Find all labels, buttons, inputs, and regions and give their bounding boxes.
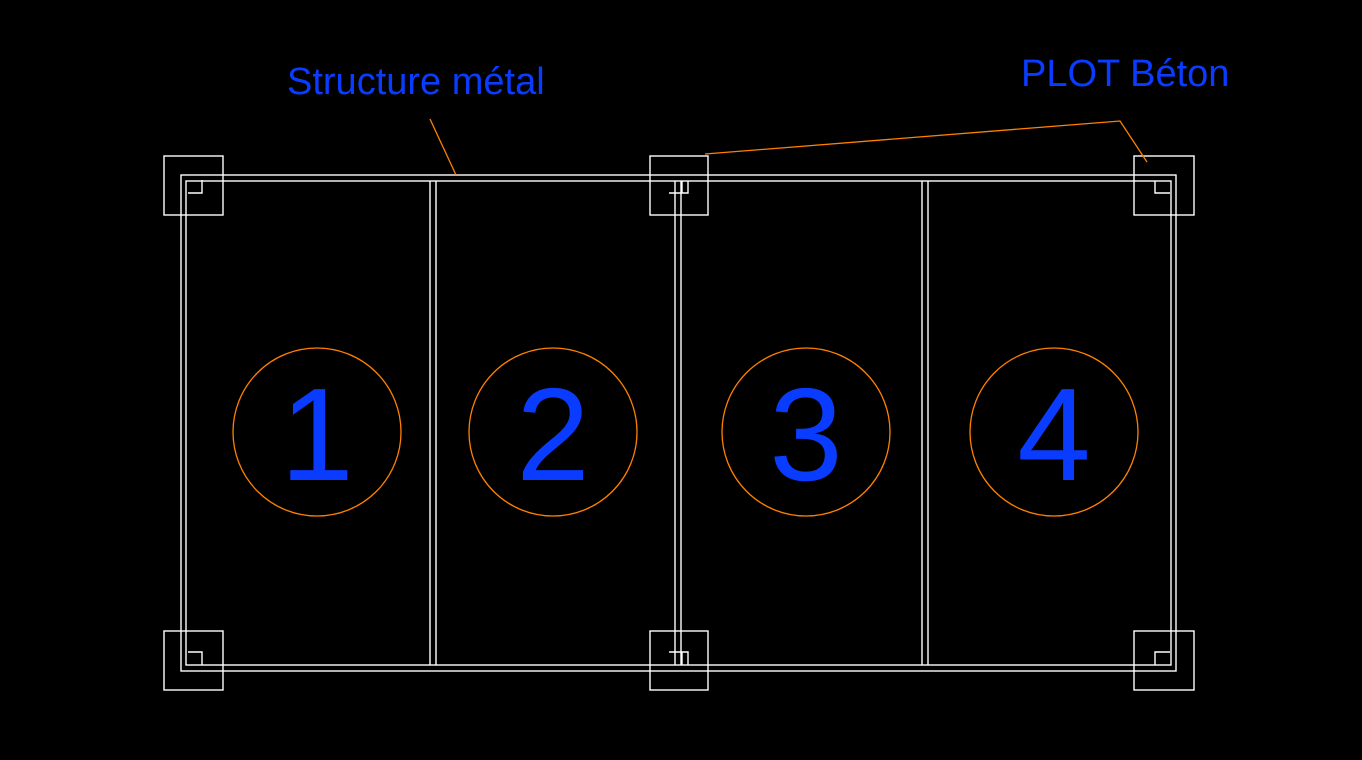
structure-leader-line [429, 118, 457, 176]
bay-markers: 1 2 3 4 [232, 347, 1139, 517]
concrete-pad-top-left [163, 155, 224, 216]
bay-number: 4 [1017, 361, 1090, 508]
bay-marker-2: 2 [468, 347, 638, 517]
concrete-pad-top-right [1133, 155, 1195, 216]
bay-number: 2 [516, 361, 589, 508]
bay-number: 1 [280, 361, 353, 508]
leader-lines [429, 118, 1148, 176]
bay-number: 3 [769, 361, 842, 508]
bay-circle [721, 347, 891, 517]
concrete-pad-top-middle [649, 155, 709, 216]
bay-marker-4: 4 [969, 347, 1139, 517]
bay-marker-3: 3 [721, 347, 891, 517]
bay-marker-1: 1 [232, 347, 402, 517]
structure-metal-label: Structure métal [287, 61, 545, 103]
plot-leader-line [704, 120, 1148, 163]
frame-outer-line [180, 174, 1177, 672]
concrete-pad-bottom-middle [649, 630, 709, 691]
concrete-pad-bottom-right [1133, 630, 1195, 691]
concrete-pad-bottom-left [163, 630, 224, 691]
bay-circle [468, 347, 638, 517]
concrete-pads [163, 155, 1195, 691]
bay-circle [232, 347, 402, 517]
bay-circle [969, 347, 1139, 517]
internal-beams [429, 181, 929, 665]
plot-beton-label: PLOT Béton [1021, 53, 1229, 95]
frame-inner-line [185, 180, 1172, 666]
metal-frame [180, 174, 1177, 672]
